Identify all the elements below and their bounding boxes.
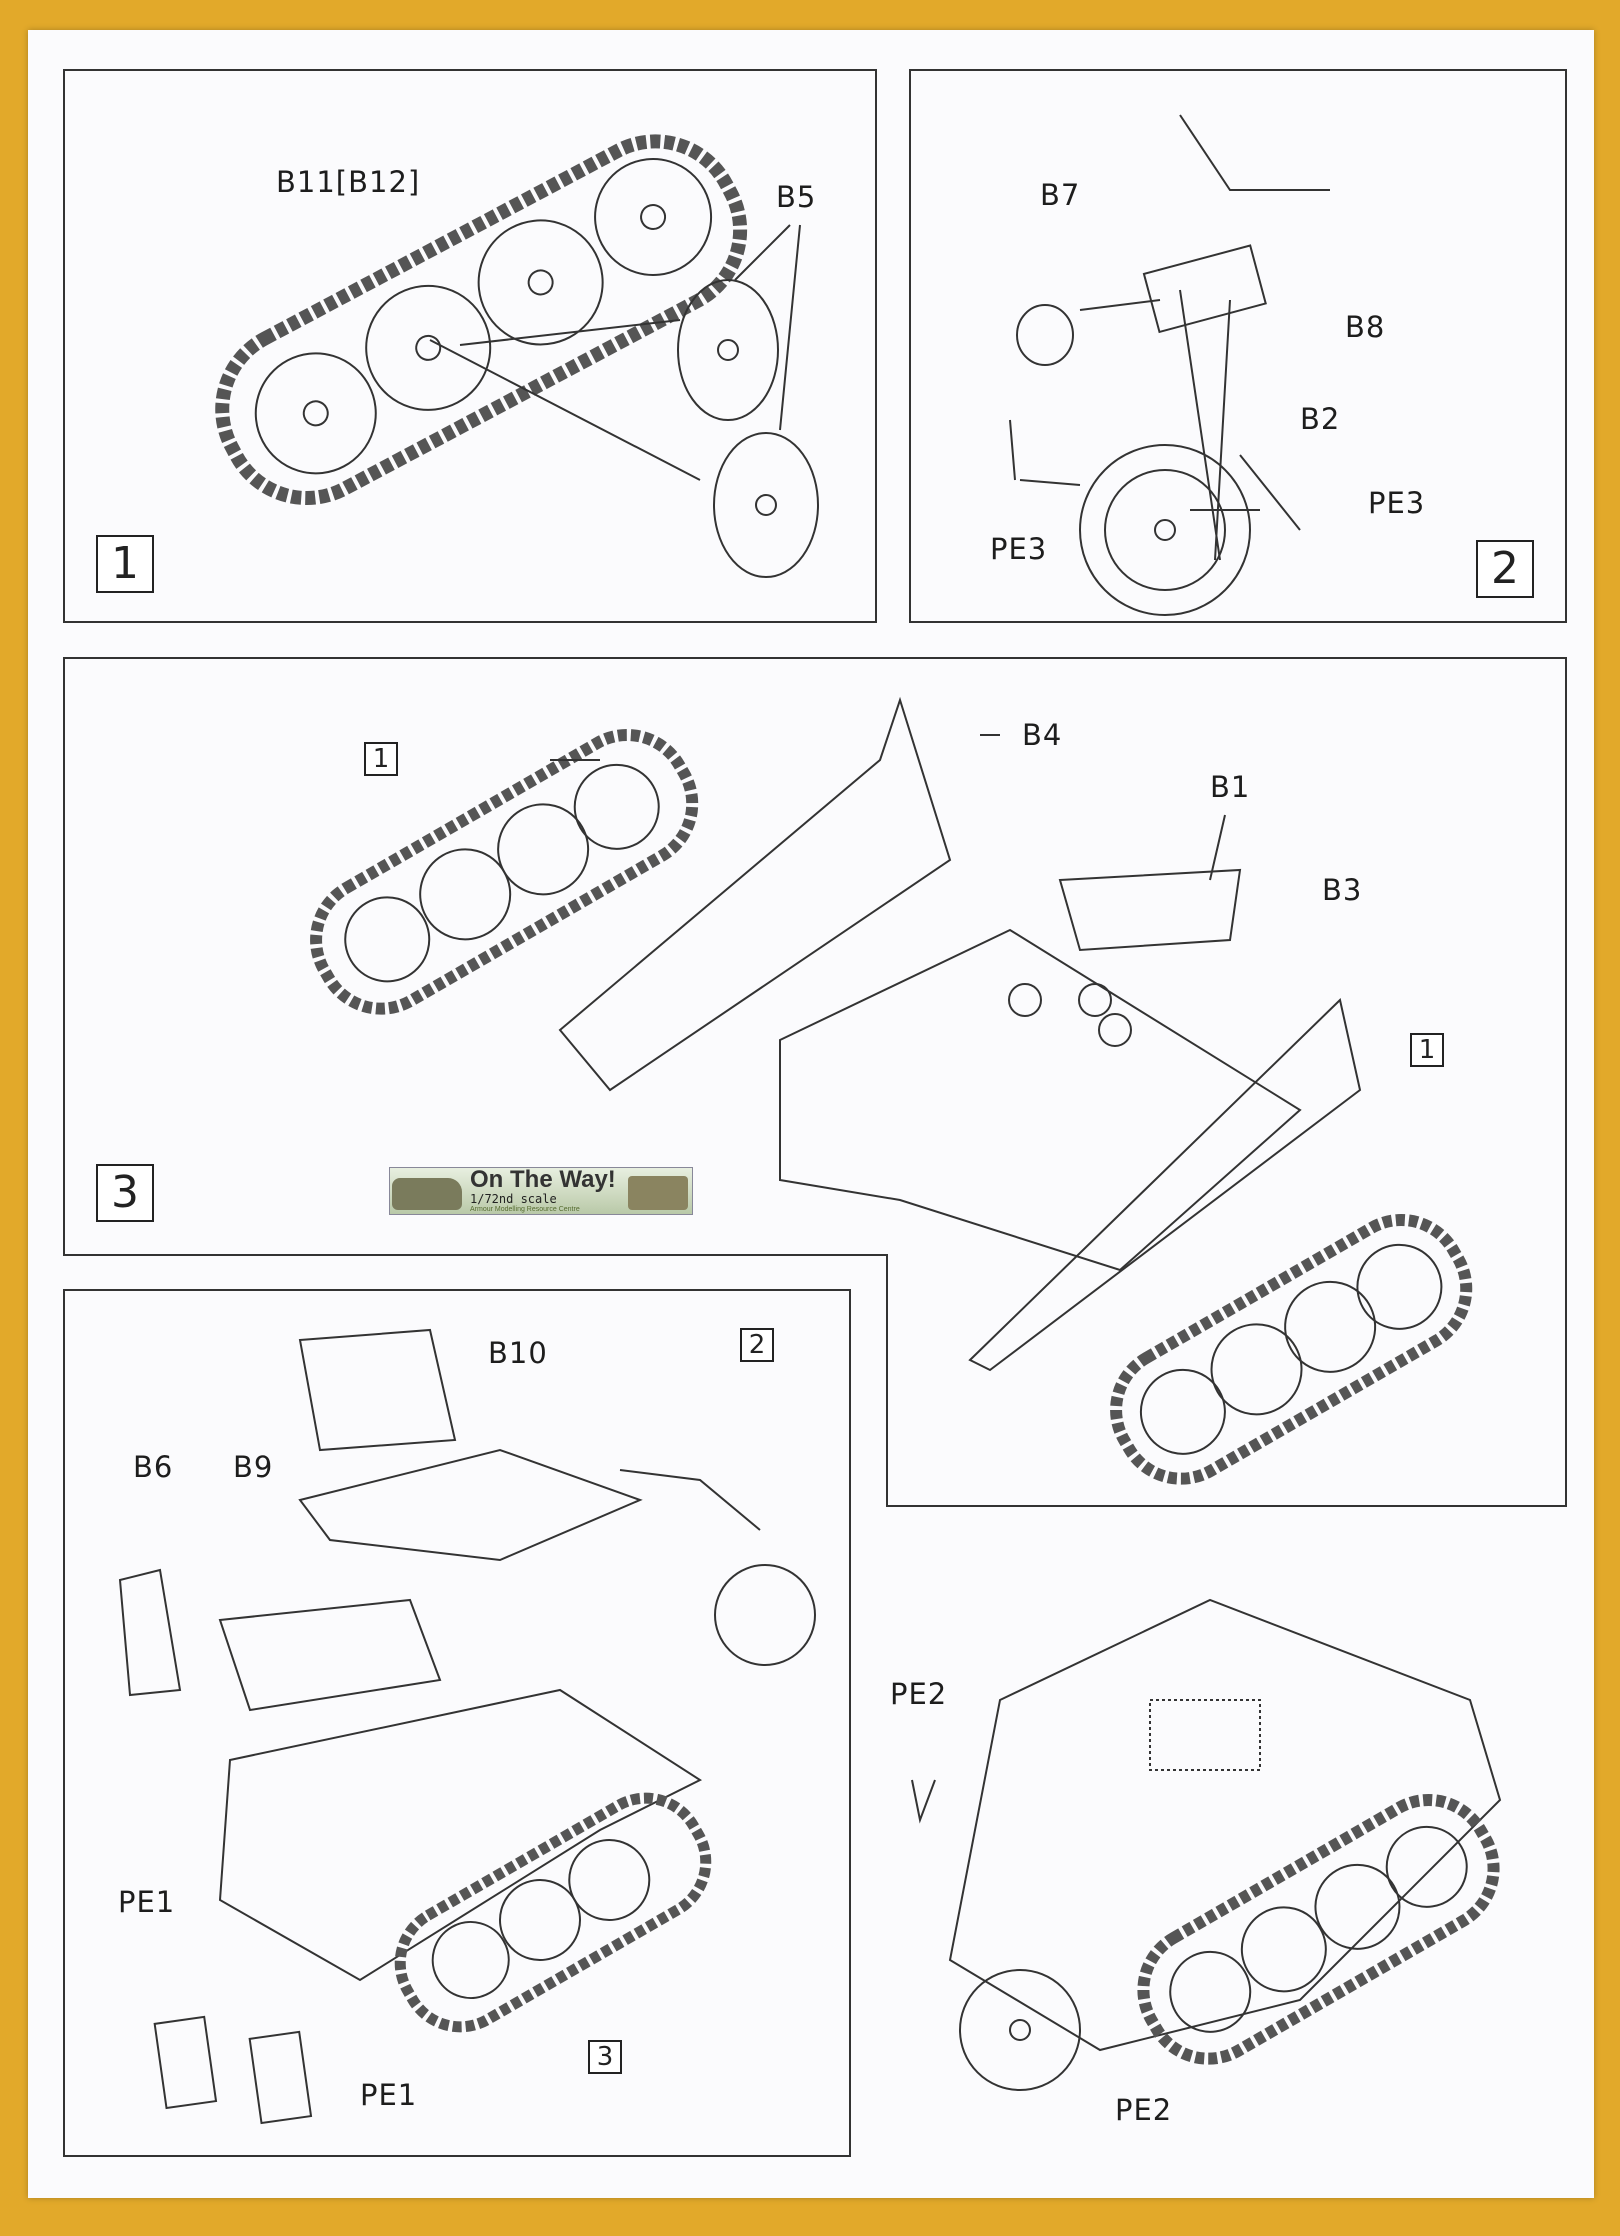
halftrack-image — [628, 1176, 688, 1210]
panel-step-3 — [63, 657, 1567, 1507]
logo-title: On The Way! — [470, 1167, 616, 1193]
step-ref-1-left: 1 — [364, 742, 398, 776]
part-label-b10: B10 — [488, 1336, 548, 1370]
panel-step-1 — [63, 69, 877, 623]
step-number-1: 1 — [96, 535, 154, 593]
hull-sides-step-3 — [558, 696, 1362, 1372]
track-assembly-step-3-left — [310, 729, 699, 1015]
part-label-b9: B9 — [233, 1450, 274, 1484]
step-number-2: 2 — [1476, 540, 1534, 598]
tank-image — [392, 1178, 462, 1210]
part-label-pe3-left: PE3 — [990, 532, 1048, 566]
logo-caption: Armour Modelling Resource Centre — [470, 1206, 580, 1213]
part-label-b7: B7 — [1040, 178, 1081, 212]
leader-lines-step-3 — [550, 734, 1226, 881]
instruction-sheet — [28, 30, 1594, 2198]
part-label-b2: B2 — [1300, 402, 1341, 436]
road-wheels-b5 — [429, 224, 819, 578]
part-label-b6: B6 — [133, 1450, 174, 1484]
part-label-b8: B8 — [1345, 310, 1386, 344]
track-assembly-step-3-right — [1110, 1214, 1473, 1485]
motorcycle-front-step-2 — [1009, 114, 1330, 616]
completed-vehicle — [911, 1598, 1502, 2091]
part-label-b1: B1 — [1210, 770, 1251, 804]
step-number-3: 3 — [96, 1164, 154, 1222]
part-label-b3: B3 — [1322, 873, 1363, 907]
on-the-way-logo: On The Way! 1/72nd scale Armour Modellin… — [389, 1167, 693, 1215]
track-assembly-step-1 — [215, 134, 748, 506]
step-ref-3: 3 — [588, 2040, 622, 2074]
part-label-pe1-top: PE1 — [118, 1885, 176, 1919]
part-label-pe2-bottom: PE2 — [1115, 2093, 1173, 2127]
part-label-b11-b12: B11[B12] — [276, 165, 421, 199]
panel-step-4 — [63, 1289, 851, 2157]
step-ref-2: 2 — [740, 1328, 774, 1362]
logo-scale: 1/72nd scale — [470, 1192, 557, 1206]
part-label-b4: B4 — [1022, 718, 1063, 752]
part-label-pe3-right: PE3 — [1368, 486, 1426, 520]
panel-step-2 — [909, 69, 1567, 623]
step-ref-1-right: 1 — [1410, 1033, 1444, 1067]
part-label-pe2-top: PE2 — [890, 1677, 948, 1711]
part-label-b5: B5 — [776, 180, 817, 214]
hull-assembly-step-4 — [118, 1328, 816, 2125]
part-label-pe1-bottom: PE1 — [360, 2078, 418, 2112]
